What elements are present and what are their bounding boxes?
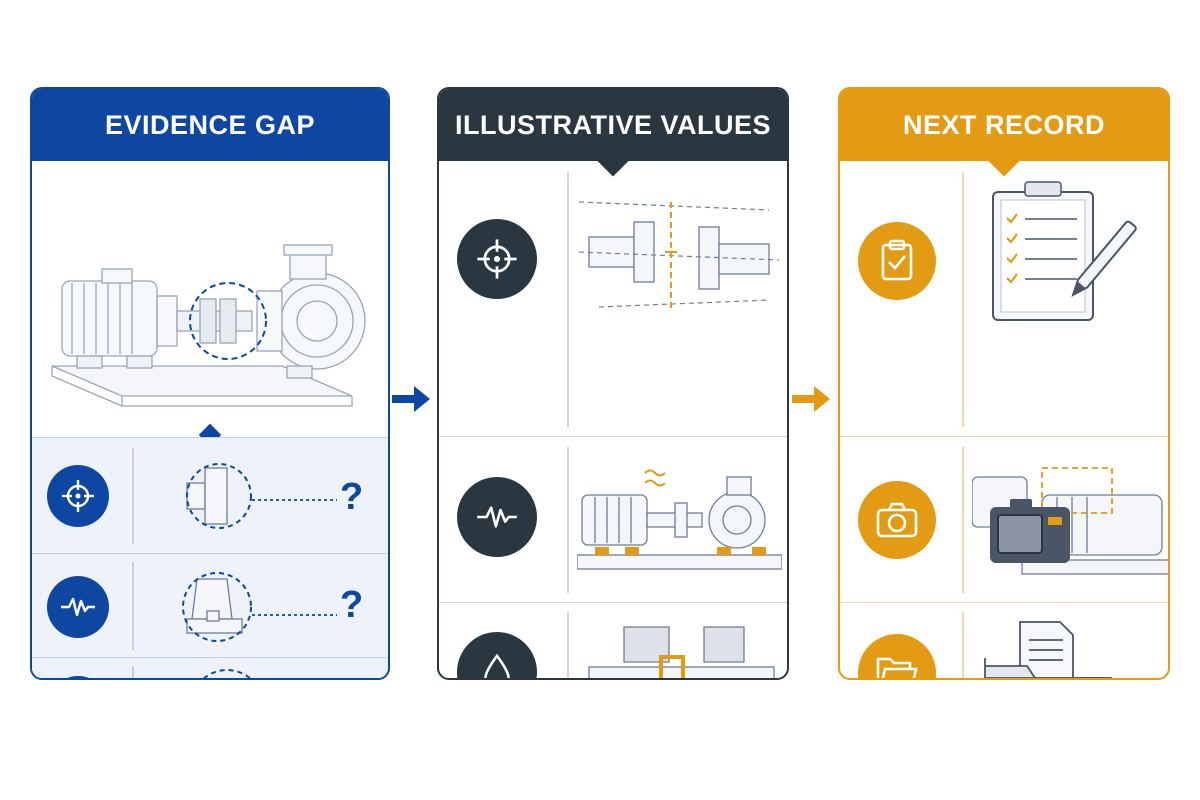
camera-icon	[858, 481, 936, 559]
vibration-wave-icon	[47, 576, 109, 638]
values-row-vibration	[439, 436, 787, 602]
flow-arrow-right-icon	[792, 386, 830, 412]
next-record-panel: NEXT RECORD	[838, 87, 1170, 680]
droplet-icon	[47, 676, 109, 678]
foot-detail-illustration	[182, 572, 337, 642]
folder-document-illustration	[984, 621, 1112, 678]
pump-overview-illustration	[32, 161, 388, 437]
values-row-leak	[439, 602, 787, 678]
illustrative-values-panel: ILLUSTRATIVE VALUES	[437, 87, 789, 680]
crosshair-icon	[47, 465, 109, 527]
vibration-wave-icon	[457, 477, 537, 557]
seal-detail-illustration	[202, 669, 252, 678]
next-record-header: NEXT RECORD	[840, 89, 1168, 177]
evidence-gap-header: EVIDENCE GAP	[32, 89, 388, 177]
crosshair-icon	[457, 219, 537, 299]
droplet-icon	[457, 632, 537, 678]
alignment-illustration	[579, 201, 779, 312]
illustrative-values-header: ILLUSTRATIVE VALUES	[439, 89, 787, 177]
evidence-row-alignment: ?	[32, 437, 388, 553]
values-row-alignment	[439, 161, 787, 436]
folder-icon	[858, 634, 936, 678]
record-row-file	[840, 602, 1168, 678]
values-row-leak-content	[439, 602, 787, 678]
gap-question-mark: ?	[340, 476, 364, 518]
flow-arrow-right-icon	[392, 386, 430, 412]
evidence-gap-title: EVIDENCE GAP	[104, 109, 316, 140]
gap-question-mark: ?	[340, 584, 364, 626]
record-row-checklist	[840, 161, 1168, 436]
coupling-focus-circle	[189, 282, 267, 360]
checklist-illustration	[992, 181, 1137, 321]
record-row-photo	[840, 436, 1168, 602]
evidence-row-leak: ?	[32, 657, 388, 678]
evidence-gap-panel: EVIDENCE GAP	[30, 87, 390, 680]
seal-leak-illustration	[588, 626, 775, 678]
clipboard-check-icon	[858, 222, 936, 300]
evidence-row-vibration: ?	[32, 553, 388, 657]
illustrative-values-title: ILLUSTRATIVE VALUES	[454, 109, 771, 140]
next-record-title: NEXT RECORD	[902, 109, 1105, 140]
coupling-detail-illustration	[186, 463, 337, 529]
record-row-file-content	[840, 602, 1168, 678]
pump-vibration-illustration	[577, 469, 782, 570]
camera-capture-illustration	[972, 467, 1168, 575]
